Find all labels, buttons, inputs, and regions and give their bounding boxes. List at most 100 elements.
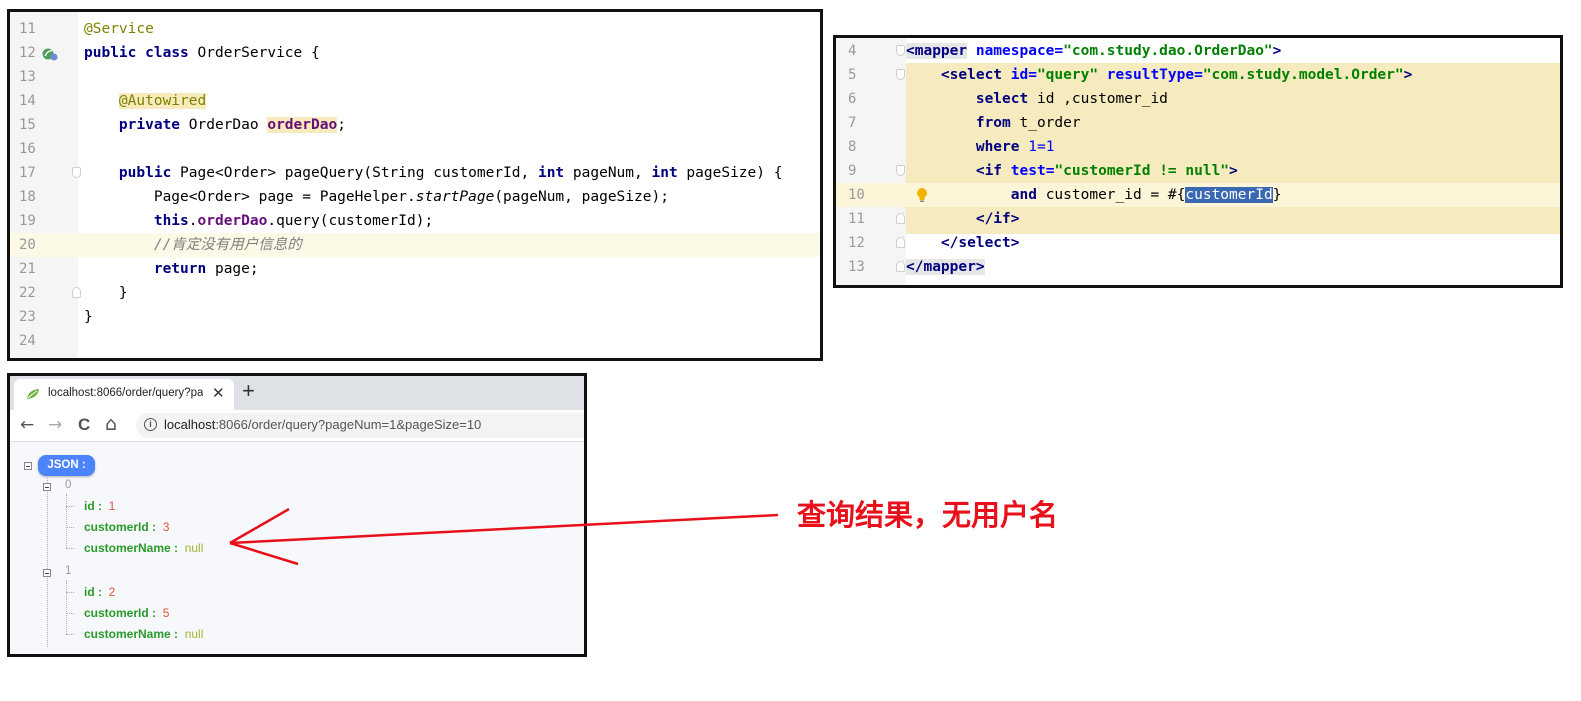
code-line[interactable]: 11 </if>	[836, 207, 1560, 231]
fold-marker-icon[interactable]	[896, 213, 905, 224]
code-line[interactable]: 14 @Autowired	[10, 89, 820, 113]
string-token: "query"	[1036, 67, 1099, 83]
address-bar[interactable]: i localhost:8066/order/query?pageNum=1&p…	[136, 413, 584, 438]
keyword-token: this	[153, 213, 189, 229]
code-line[interactable]: 8 where 1=1	[836, 135, 1560, 159]
json-key: id :	[84, 585, 102, 599]
json-key: customerId :	[84, 606, 157, 620]
code-line[interactable]: 13 </mapper>	[836, 255, 1560, 279]
tab-bar: localhost:8066/order/query?pa ✕ +	[10, 376, 584, 410]
collapse-toggle-icon[interactable]	[24, 462, 32, 470]
code-line[interactable]: 4 <mapper namespace="com.study.dao.Order…	[836, 39, 1560, 63]
url-text: localhost:8066/order/query?pageNum=1&pag…	[164, 417, 481, 432]
code-line[interactable]: 18 Page<Order> page = PageHelper.startPa…	[10, 185, 820, 209]
arrow-head-upper	[229, 507, 290, 545]
code-line[interactable]: 9 <if test="customerId != null">	[836, 159, 1560, 183]
fold-marker-icon[interactable]	[896, 165, 905, 176]
fold-marker-icon[interactable]	[72, 287, 81, 298]
method-token: startPage	[415, 189, 495, 205]
code-line[interactable]: 15 private OrderDao orderDao;	[10, 113, 820, 137]
keyword-token: return	[153, 261, 207, 277]
comment-token: //肯定没有用户信息的	[153, 237, 302, 253]
line-number: 21	[19, 261, 36, 277]
browser-toolbar: ← → C ⌂ i localhost:8066/order/query?pag…	[10, 410, 584, 442]
back-icon[interactable]: ←	[20, 415, 35, 435]
code-line[interactable]: 22 }	[10, 281, 820, 305]
keyword-token: int	[537, 165, 565, 181]
code-line[interactable]: 21 return page;	[10, 257, 820, 281]
code-text: pageNum,	[564, 165, 652, 181]
attr-token: namespace=	[967, 43, 1064, 59]
fold-marker-icon[interactable]	[896, 237, 905, 248]
json-entry: customerName : null	[84, 627, 203, 641]
code-line-current[interactable]: 20 //肯定没有用户信息的	[10, 233, 820, 257]
code-line[interactable]: 16	[10, 137, 820, 161]
json-viewer: JSON : 0 id : 1 customerId : 3 customerN…	[10, 442, 584, 654]
line-number: 7	[848, 115, 857, 131]
collapse-toggle-icon[interactable]	[43, 483, 51, 491]
home-icon[interactable]: ⌂	[105, 413, 118, 435]
java-editor-panel: 11 @Service 12 public class OrderService…	[7, 9, 823, 361]
string-token: "com.study.dao.OrderDao"	[1063, 43, 1273, 59]
string-token: "com.study.model.Order"	[1202, 67, 1404, 83]
site-info-icon[interactable]: i	[144, 418, 157, 431]
code-text: customer_id = #{	[1036, 187, 1186, 203]
json-entry: id : 1	[84, 499, 115, 513]
code-line-current[interactable]: 10 and customer_id = #{customerId}	[836, 183, 1560, 207]
code-line[interactable]: 11 @Service	[10, 17, 820, 41]
json-root-badge[interactable]: JSON :	[38, 455, 95, 476]
keyword-token: public	[118, 165, 172, 181]
sql-keyword-token: and	[1010, 187, 1037, 203]
json-key: customerId :	[84, 520, 157, 534]
code-text: OrderService {	[188, 45, 320, 61]
code-line[interactable]: 23 }	[10, 305, 820, 329]
code-line[interactable]: 13	[10, 65, 820, 89]
lightbulb-icon[interactable]	[916, 187, 928, 203]
code-text: .	[188, 213, 198, 229]
line-number: 5	[848, 67, 857, 83]
new-tab-button[interactable]: +	[242, 378, 255, 403]
code-line[interactable]: 19 this.orderDao.query(customerId);	[10, 209, 820, 233]
xml-editor-panel: 4 <mapper namespace="com.study.dao.Order…	[833, 35, 1563, 288]
json-value: null	[184, 627, 204, 641]
line-number: 24	[19, 333, 36, 349]
code-line[interactable]: 12 public class OrderService {	[10, 41, 820, 65]
json-entry: customerId : 5	[84, 606, 169, 620]
code-text: }	[1272, 187, 1282, 203]
code-line[interactable]: 5 <select id="query" resultType="com.stu…	[836, 63, 1560, 87]
string-token: "customerId != null"	[1054, 163, 1230, 179]
fold-marker-icon[interactable]	[896, 261, 905, 272]
code-line[interactable]: 17 public Page<Order> pageQuery(String c…	[10, 161, 820, 185]
json-value: 5	[162, 606, 170, 620]
code-text: id ,customer_id	[1028, 91, 1168, 107]
code-line[interactable]: 24	[10, 329, 820, 353]
code-line[interactable]: 6 select id ,customer_id	[836, 87, 1560, 111]
fold-marker-icon[interactable]	[72, 167, 81, 178]
line-number: 4	[848, 43, 857, 59]
code-line[interactable]: 7 from t_order	[836, 111, 1560, 135]
browser-tab[interactable]: localhost:8066/order/query?pa ✕	[14, 379, 234, 410]
json-entry: customerName : null	[84, 541, 203, 555]
fold-marker-icon[interactable]	[896, 69, 905, 80]
collapse-toggle-icon[interactable]	[43, 569, 51, 577]
fold-marker-icon[interactable]	[896, 45, 905, 56]
json-entry: customerId : 3	[84, 520, 169, 534]
code-text: page;	[206, 261, 259, 277]
forward-icon[interactable]: →	[48, 415, 63, 435]
line-number: 13	[19, 69, 36, 85]
line-number: 10	[848, 187, 865, 203]
tag-token: >	[1403, 67, 1413, 83]
code-line[interactable]: 12 </select>	[836, 231, 1560, 255]
code-text: Page<Order> pageQuery(String customerId,	[171, 165, 538, 181]
line-number: 16	[19, 141, 36, 157]
annotation-token: @Service	[84, 21, 154, 37]
keyword-token: public	[84, 45, 137, 61]
spring-bean-icon[interactable]	[42, 45, 58, 61]
reload-icon[interactable]: C	[78, 415, 91, 434]
sql-keyword-token: where	[975, 139, 1020, 155]
line-number: 11	[848, 211, 865, 227]
arrow-head-lower	[229, 541, 299, 566]
close-tab-icon[interactable]: ✕	[212, 384, 225, 402]
line-number: 8	[848, 139, 857, 155]
